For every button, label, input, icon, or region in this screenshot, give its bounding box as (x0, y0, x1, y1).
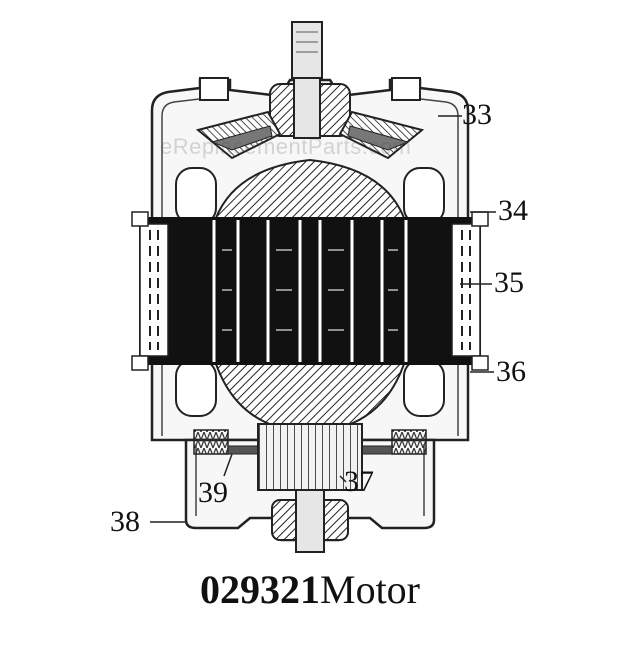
callout-37: 37 (344, 465, 374, 498)
callout-39: 39 (198, 476, 228, 509)
callout-33: 33 (462, 98, 492, 131)
callout-36: 36 (496, 355, 526, 388)
watermark-text: eReplacementParts.com (160, 134, 412, 159)
top-shaft (291, 21, 323, 83)
top-bearing (269, 77, 351, 139)
model-number: 029321 (200, 567, 320, 612)
callout-35: 35 (494, 266, 524, 299)
field-coil-ends (175, 167, 445, 417)
callout-34: 34 (498, 194, 528, 227)
mounting-tabs (199, 77, 421, 101)
fan-blades (195, 110, 425, 160)
brush-assemblies (193, 429, 427, 455)
leader-lines (150, 115, 496, 523)
commutator (257, 423, 363, 491)
diagram-caption: 029321Motor (0, 566, 620, 613)
stator-stack (131, 211, 489, 371)
armature-upper (214, 158, 406, 219)
caption-label: Motor (320, 567, 420, 612)
bottom-shaft (271, 489, 349, 553)
callout-38: 38 (110, 505, 140, 538)
